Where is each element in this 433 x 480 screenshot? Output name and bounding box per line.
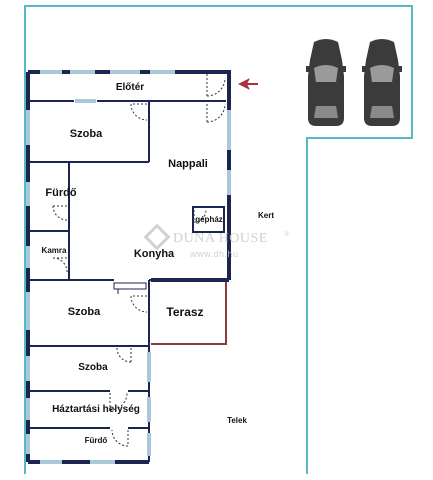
room-label-terasz: Terasz xyxy=(166,305,203,319)
arrow-left-icon xyxy=(238,78,258,90)
room-label-furdo-2: Fürdő xyxy=(85,436,108,445)
watermark-registered: ® xyxy=(284,230,290,238)
room-label-furdo-1: Fürdő xyxy=(45,187,76,199)
watermark: DUNA HOUSE ® www.dh.hu xyxy=(143,223,290,259)
door-swings xyxy=(52,74,226,447)
room-label-szoba-2: Szoba xyxy=(68,306,101,318)
watermark-url: www.dh.hu xyxy=(189,249,239,259)
duna-house-logo-icon xyxy=(143,223,171,251)
zone-label-kert: Kert xyxy=(258,211,274,220)
room-label-eloter: Előtér xyxy=(116,82,144,93)
watermark-brand: DUNA HOUSE xyxy=(173,231,268,246)
step xyxy=(113,282,147,294)
room-label-szoba-1: Szoba xyxy=(70,128,103,140)
windows xyxy=(26,70,231,464)
terrace-boundary xyxy=(151,280,227,345)
car-icon xyxy=(362,39,402,126)
car-icon xyxy=(306,39,346,126)
room-label-konyha: Konyha xyxy=(134,248,175,260)
room-label-gephaz: gépház xyxy=(195,215,223,224)
room-label-nappali: Nappali xyxy=(168,158,208,170)
zone-label-telek: Telek xyxy=(227,416,247,425)
room-label-szoba-3: Szoba xyxy=(78,362,108,373)
room-label-haztartasi-helyseg: Háztartási helység xyxy=(52,404,140,415)
plot-boundary xyxy=(24,5,413,474)
room-label-kamra: Kamra xyxy=(42,246,67,255)
